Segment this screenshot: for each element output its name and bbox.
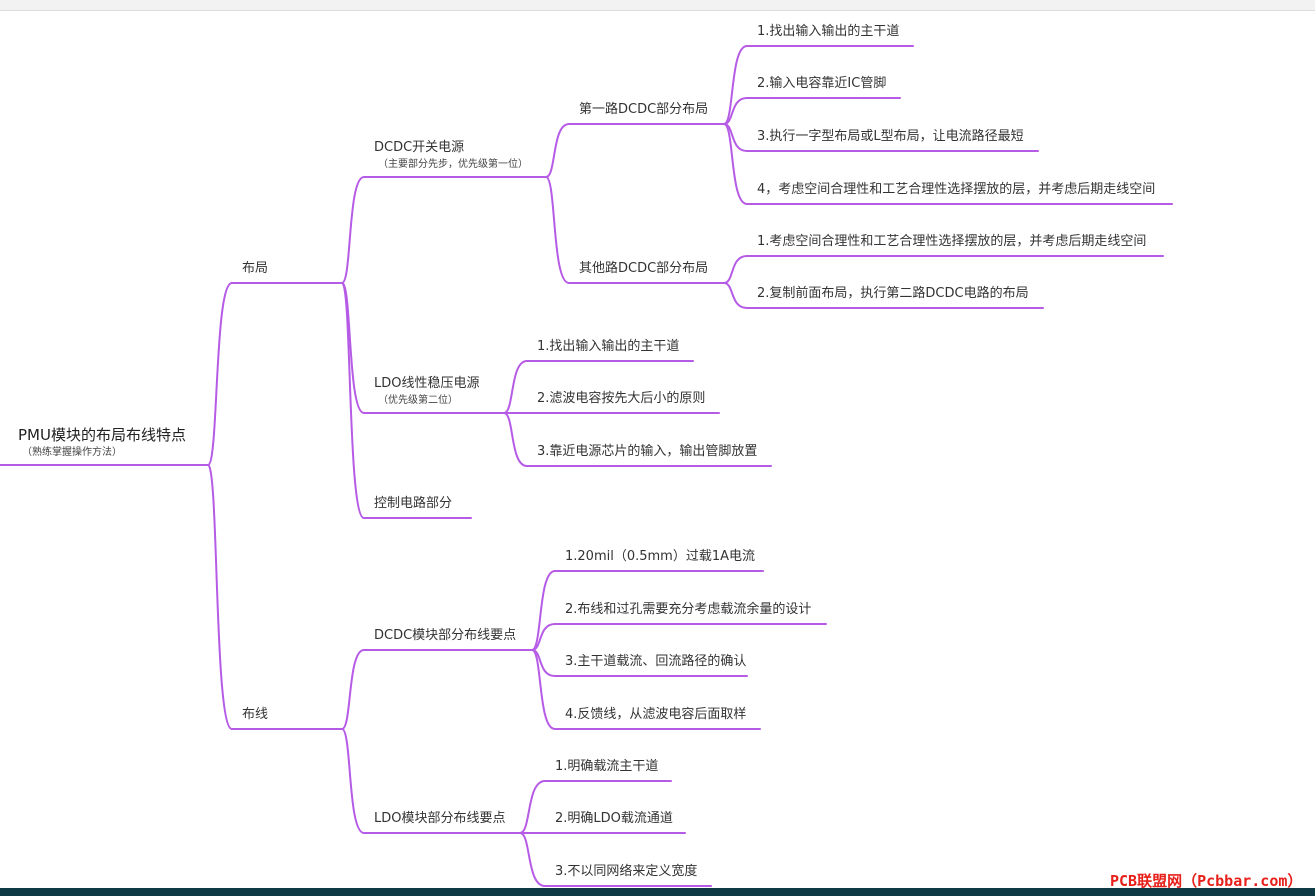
- node-leaf[interactable]: 2.明确LDO载流通道: [555, 811, 673, 827]
- node-leaf[interactable]: 3.靠近电源芯片的输入，输出管脚放置: [537, 444, 757, 460]
- node-subtext: （优先级第二位）: [378, 394, 458, 406]
- node-leaf[interactable]: 2.复制前面布局，执行第二路DCDC电路的布局: [757, 286, 1029, 302]
- node-leaf[interactable]: 3.主干道载流、回流路径的确认: [565, 654, 746, 670]
- node-text: 第一路DCDC部分布局: [579, 102, 709, 117]
- connector-route-rdcdc: [341, 649, 365, 730]
- node-leaf[interactable]: 3.执行一字型布局或L型布局，让电流路径最短: [757, 129, 1024, 145]
- node-first-dcdc-layout[interactable]: 第一路DCDC部分布局: [579, 102, 708, 118]
- node-text: 2.滤波电容按先大后小的原则: [537, 391, 706, 406]
- node-text: 4.反馈线，从滤波电容后面取样: [565, 707, 747, 722]
- connector-rldo-rg: [519, 832, 546, 887]
- node-text: 2.布线和过孔需要充分考虑载流余量的设计: [565, 602, 812, 617]
- node-subtext: （主要部分先步，优先级第一位）: [378, 158, 528, 170]
- connector-dcdc1-d1b: [723, 97, 748, 125]
- node-text: 3.不以同网络来定义宽度: [555, 864, 698, 879]
- node-text: 布局: [242, 261, 269, 276]
- node-text: 3.靠近电源芯片的输入，输出管脚放置: [537, 444, 758, 459]
- node-text: 其他路DCDC部分布局: [579, 261, 709, 276]
- node-text: 2.明确LDO载流通道: [555, 811, 673, 826]
- connector-dcdc-dcdc2: [545, 176, 570, 284]
- node-text: 1.找出输入输出的主干道: [757, 24, 900, 39]
- node-subtext: （熟练掌握操作方法）: [22, 447, 122, 458]
- node-leaf[interactable]: 2.滤波电容按先大后小的原则: [537, 391, 705, 407]
- node-leaf[interactable]: 4.反馈线，从滤波电容后面取样: [565, 707, 746, 723]
- node-text: LDO线性稳压电源: [374, 376, 480, 391]
- node-routing[interactable]: 布线: [242, 707, 268, 723]
- node-text: 1.20mil（0.5mm）过载1A电流: [565, 549, 755, 564]
- connector-ldo-la: [503, 360, 528, 414]
- connector-rdcdc-ra: [531, 570, 556, 651]
- node-leaf[interactable]: 1.明确载流主干道: [555, 759, 658, 775]
- node-text: PMU模块的布局布线特点: [18, 426, 186, 444]
- connector-root-layout: [207, 282, 233, 466]
- node-text: DCDC开关电源: [374, 140, 465, 155]
- browser-top-bar: [0, 0, 1315, 11]
- connector-rdcdc-rb: [531, 623, 556, 651]
- node-text: 1.明确载流主干道: [555, 759, 659, 774]
- node-text: DCDC模块部分布线要点: [374, 628, 517, 643]
- node-leaf[interactable]: 2.输入电容靠近IC管脚: [757, 76, 886, 92]
- connector-ldo-lc: [503, 412, 528, 467]
- node-leaf[interactable]: 1.找出输入输出的主干道: [537, 339, 679, 355]
- node-other-dcdc-layout[interactable]: 其他路DCDC部分布局: [579, 261, 708, 277]
- node-control-circuit[interactable]: 控制电路部分: [374, 496, 452, 512]
- node-layout[interactable]: 布局: [242, 261, 268, 277]
- node-leaf[interactable]: 2.布线和过孔需要充分考虑载流余量的设计: [565, 602, 811, 618]
- watermark-text: PCB联盟网（Pcbbar.com）: [1110, 872, 1303, 890]
- connector-rldo-re: [519, 780, 546, 834]
- node-dcdc-routing-points[interactable]: DCDC模块部分布线要点: [374, 628, 516, 644]
- connector-dcdc1-d1d: [723, 123, 748, 205]
- node-ldo-routing-points[interactable]: LDO模块部分布线要点: [374, 811, 506, 827]
- bottom-bar: [0, 888, 1315, 896]
- node-text: 2.输入电容靠近IC管脚: [757, 76, 887, 91]
- node-text: 布线: [242, 707, 269, 722]
- connector-root-route: [207, 464, 233, 730]
- connector-dcdc2-d2a: [723, 255, 748, 284]
- node-leaf[interactable]: 4，考虑空间合理性和工艺合理性选择摆放的层，并考虑后期走线空间: [757, 182, 1155, 198]
- node-leaf[interactable]: 1.找出输入输出的主干道: [757, 24, 899, 40]
- node-leaf[interactable]: 3.不以同网络来定义宽度: [555, 864, 697, 880]
- node-text: 1.找出输入输出的主干道: [537, 339, 680, 354]
- node-text: 1.考虑空间合理性和工艺合理性选择摆放的层，并考虑后期走线空间: [757, 234, 1147, 249]
- connector-layout-dcdc: [341, 176, 365, 284]
- node-text: LDO模块部分布线要点: [374, 811, 506, 826]
- node-text: 4，考虑空间合理性和工艺合理性选择摆放的层，并考虑后期走线空间: [757, 182, 1156, 197]
- connector-rdcdc-rd: [531, 649, 556, 730]
- connector-dcdc2-d2b: [723, 282, 748, 309]
- node-text: 控制电路部分: [374, 496, 453, 511]
- mindmap-root[interactable]: PMU模块的布局布线特点 （熟练掌握操作方法）: [18, 426, 186, 459]
- connector-dcdc-dcdc1: [545, 123, 570, 178]
- node-ldo-linear-supply[interactable]: LDO线性稳压电源 （优先级第二位）: [374, 376, 480, 407]
- node-leaf[interactable]: 1.20mil（0.5mm）过载1A电流: [565, 549, 755, 565]
- node-text: 2.复制前面布局，执行第二路DCDC电路的布局: [757, 286, 1029, 301]
- connector-layout-ctrl: [341, 282, 365, 519]
- connector-dcdc1-d1a: [723, 45, 748, 125]
- node-dcdc-switching-supply[interactable]: DCDC开关电源 （主要部分先步，优先级第一位）: [374, 140, 528, 171]
- connector-route-rldo: [341, 728, 365, 834]
- node-text: 3.主干道载流、回流路径的确认: [565, 654, 747, 669]
- node-text: 3.执行一字型布局或L型布局，让电流路径最短: [757, 129, 1024, 144]
- node-leaf[interactable]: 1.考虑空间合理性和工艺合理性选择摆放的层，并考虑后期走线空间: [757, 234, 1146, 250]
